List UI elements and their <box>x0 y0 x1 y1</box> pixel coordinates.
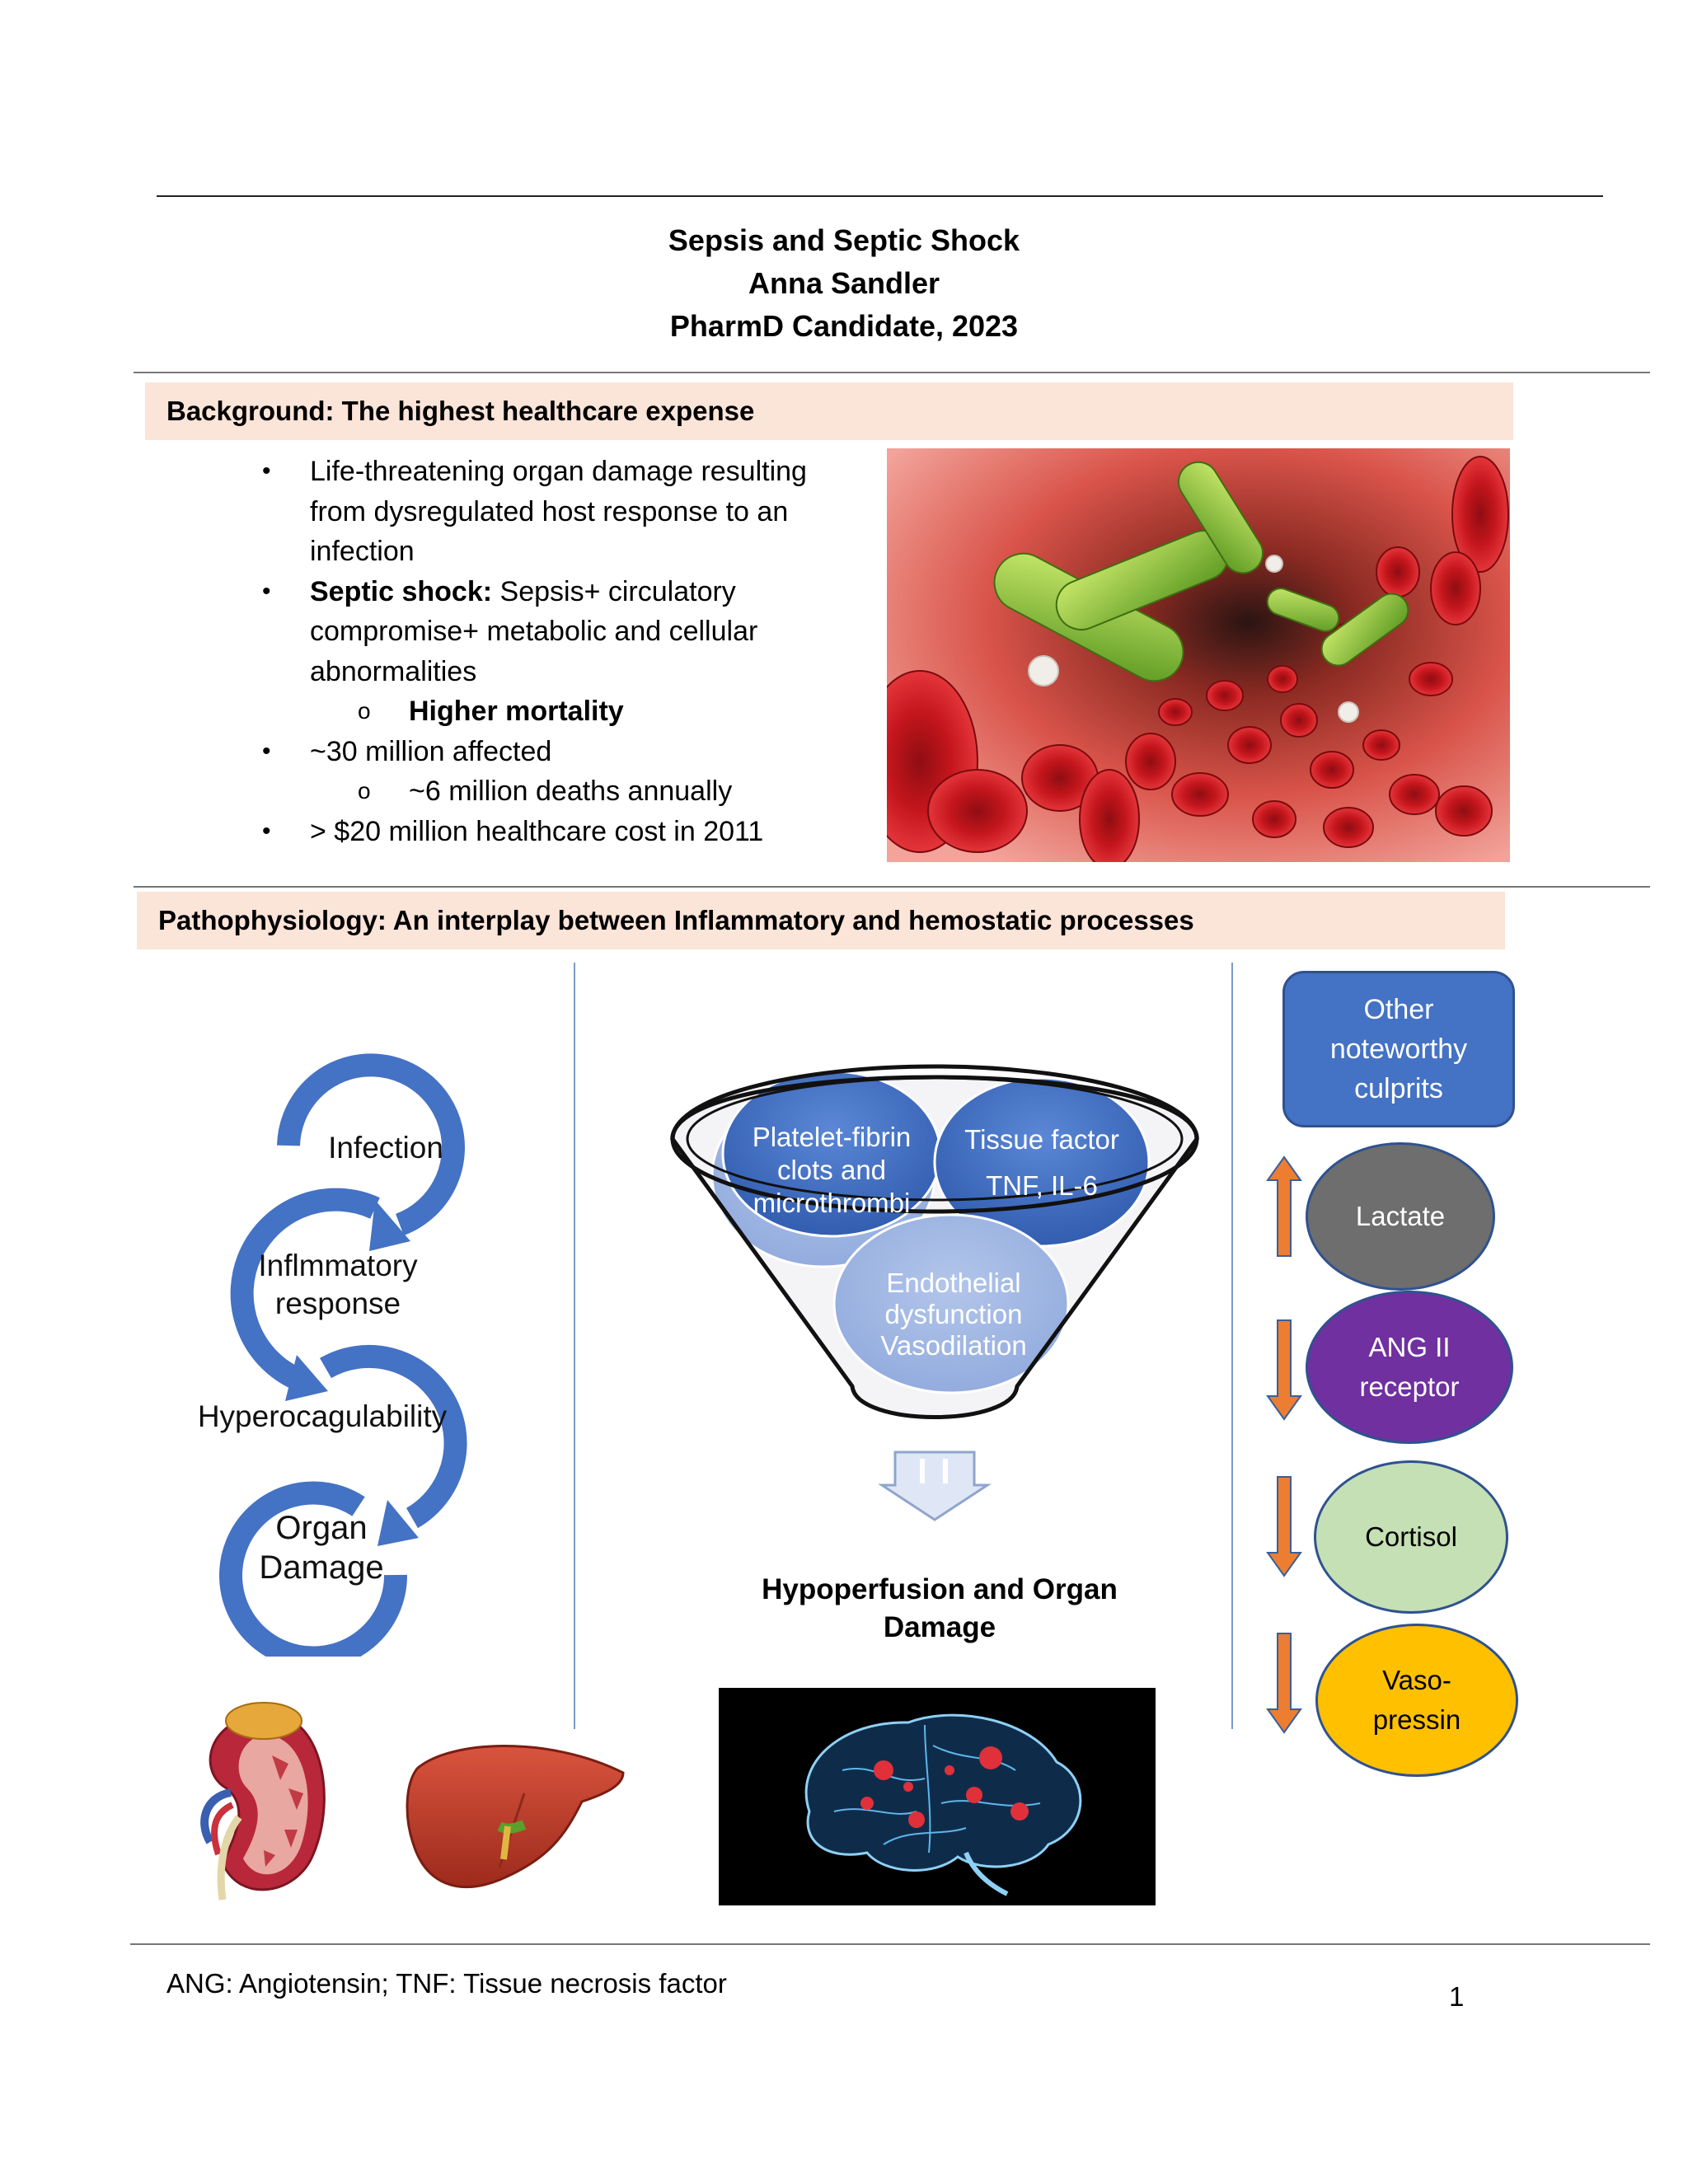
culprit-label: Vaso-pressin <box>1372 1665 1461 1735</box>
brain-lesions <box>860 1746 1029 1828</box>
funnel-label-line: clots and <box>776 1155 887 1185</box>
funnel-label-line: microthrombi <box>753 1188 911 1218</box>
culprit-label: ANG II receptor <box>1359 1332 1460 1402</box>
funnel-label-line: dysfunction <box>884 1299 1023 1329</box>
column-divider-right <box>1231 963 1233 1729</box>
outcome-label: Hypoperfusion and Organ Damage <box>762 1573 1118 1643</box>
culprits-title-box: Other noteworthy culprits <box>1282 971 1515 1127</box>
arrow-down-icon <box>1266 1476 1302 1577</box>
circle-endothelial <box>832 1213 1070 1394</box>
cycle-step-organ-damage: Organ Damage <box>247 1508 396 1587</box>
bullet-text: ~30 million affected <box>310 735 552 767</box>
liver-image <box>406 1745 625 1889</box>
page-number: 1 <box>1449 1981 1465 2012</box>
culprit-ellipse-1: ANG II receptor <box>1306 1291 1513 1444</box>
cycle-arrowhead-2 <box>285 1355 328 1401</box>
bullet-marker: • <box>262 737 271 765</box>
cycle-arrowhead-3 <box>377 1500 419 1546</box>
culprits-title: Other noteworthy culprits <box>1329 994 1468 1104</box>
sub-bullet-marker: o <box>358 778 371 804</box>
bacteria-rods <box>993 461 1409 682</box>
list-item: • Life-threatening organ damage resultin… <box>256 452 849 572</box>
cycle-arrowhead-1 <box>369 1200 410 1251</box>
cycle-arc-4 <box>219 1481 408 1657</box>
arrow-down-icon <box>1266 1319 1302 1421</box>
funnel-output-arrow <box>877 1451 992 1521</box>
culprit-label: Lactate <box>1355 1201 1446 1231</box>
cycle-arc-3 <box>320 1345 467 1529</box>
bullet-text: Life-threatening organ damage resulting … <box>310 456 807 567</box>
funnel-label-line: TNF, IL-6 <box>986 1170 1098 1201</box>
bullet-marker: • <box>262 817 271 845</box>
bullet-text: > $20 million healthcare cost in 2011 <box>310 815 764 847</box>
kidney-image <box>200 1702 326 1900</box>
author-name: Anna Sandler <box>748 266 940 300</box>
arrow-down-icon <box>1266 1633 1302 1734</box>
bullet-marker: • <box>262 457 271 485</box>
pathophysiology-heading: Pathophysiology: An interplay between In… <box>137 892 1505 949</box>
list-item: o Higher mortality <box>256 691 849 732</box>
list-item: • Septic shock: Sepsis+ circulatory comp… <box>256 572 849 692</box>
cycle-step-hypercoagulability: Hyperocagulability <box>197 1399 448 1433</box>
funnel-label-line: Endothelial <box>886 1268 1021 1298</box>
pathogenesis-cycle-diagram <box>219 1053 467 1657</box>
cycle-step-organ-line1: Organ <box>275 1510 368 1546</box>
footer-rule <box>130 1943 1650 1945</box>
bacteria-bloodstream-image <box>887 448 1510 862</box>
cycle-arc-1 <box>277 1053 465 1236</box>
list-item: o ~6 million deaths annually <box>256 771 849 812</box>
funnel-label-tissue-factor: Tissue factor TNF, IL-6 <box>935 1117 1149 1209</box>
culprit-label: Cortisol <box>1365 1521 1457 1552</box>
document-title: Sepsis and Septic Shock <box>668 223 1020 257</box>
bullet-marker: • <box>262 577 271 605</box>
list-item: • > $20 million healthcare cost in 2011 <box>256 812 849 852</box>
section-rule-2 <box>134 886 1650 888</box>
funnel-label-endothelial: Endothelial dysfunction Vasodilation <box>842 1268 1065 1361</box>
cycle-arc-2 <box>230 1188 380 1390</box>
sub-bullet-marker: o <box>358 698 371 724</box>
funnel-rim <box>670 1064 1199 1214</box>
author-credential: PharmD Candidate, 2023 <box>669 309 1019 343</box>
culprit-ellipse-3: Vaso-pressin <box>1315 1624 1518 1777</box>
cycle-step-infection: Infection <box>328 1131 443 1165</box>
funnel-label-line: Tissue factor <box>964 1124 1119 1155</box>
funnel-label-line: Vasodilation <box>880 1330 1027 1361</box>
abbreviations-footnote: ANG: Angiotensin; TNF: Tissue necrosis f… <box>166 1968 727 1999</box>
culprit-ellipse-0: Lactate <box>1306 1142 1495 1291</box>
section-rule-1 <box>134 372 1650 373</box>
funnel-outline <box>670 1075 1199 1419</box>
funnel-diagram <box>669 1064 1200 1521</box>
red-blood-cells <box>887 456 1509 862</box>
culprit-ellipse-2: Cortisol <box>1314 1460 1508 1614</box>
top-rule <box>157 195 1603 197</box>
bullet-text: Higher mortality <box>409 696 624 727</box>
funnel-label-platelet-fibrin: Platelet-fibrin clots and microthrombi <box>724 1121 940 1220</box>
funnel-label-line: Platelet-fibrin <box>752 1122 912 1152</box>
bullet-text: ~6 million deaths annually <box>409 776 733 807</box>
background-bullet-list: • Life-threatening organ damage resultin… <box>256 452 849 851</box>
cycle-step-organ-line2: Damage <box>259 1549 384 1586</box>
brain-image <box>719 1688 1156 1905</box>
cycle-step-inflammatory-line1: Inflmmatory <box>258 1249 418 1282</box>
background-heading: Background: The highest healthcare expen… <box>145 382 1513 440</box>
column-divider-left <box>574 963 575 1729</box>
cycle-step-inflammatory-line2: response <box>274 1286 401 1320</box>
cycle-step-inflammatory: Inflmmatory response <box>247 1247 429 1323</box>
list-item: • ~30 million affected <box>256 732 849 772</box>
arrow-up-icon <box>1266 1155 1302 1257</box>
bullet-text: Sepsis+ circulatory compromise+ metaboli… <box>310 575 758 687</box>
white-blood-cells <box>1028 555 1359 723</box>
bullet-bold-term: Septic shock: <box>310 575 493 607</box>
